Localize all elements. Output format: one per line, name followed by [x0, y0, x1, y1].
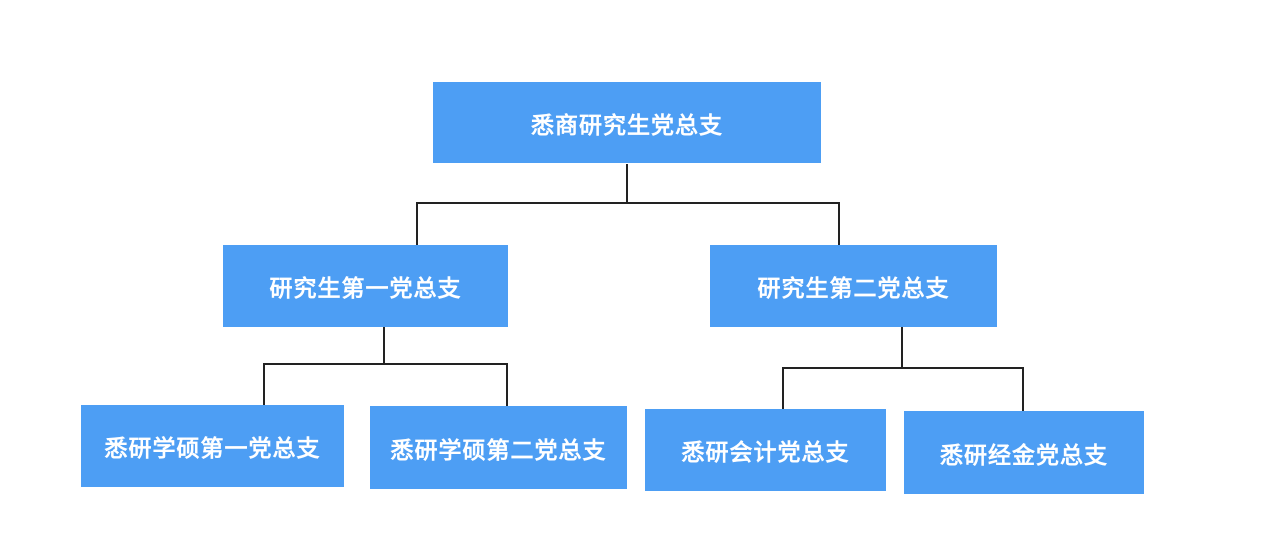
connector-leaf1-drop	[263, 363, 265, 406]
connector-branch1-rail	[263, 363, 508, 365]
org-node-leaf-1-1-label: 悉研学硕第一党总支	[104, 436, 321, 462]
connector-branch1-stem	[383, 327, 385, 365]
org-node-leaf-2-2-label: 悉研经金党总支	[940, 442, 1108, 469]
org-node-root-label: 悉商研究生党总支	[531, 112, 723, 139]
org-node-leaf-2-2[interactable]: 悉研经金党总支	[904, 411, 1144, 494]
connector-leaf3-drop	[782, 367, 784, 410]
connector-top-rail	[416, 202, 840, 204]
org-node-leaf-2-1[interactable]: 悉研会计党总支	[645, 409, 886, 491]
org-node-branch-2[interactable]: 研究生第二党总支	[710, 245, 997, 327]
connector-branch2-rail	[782, 367, 1024, 369]
connector-leaf4-drop	[1022, 367, 1024, 412]
org-node-leaf-2-1-label: 悉研会计党总支	[681, 440, 850, 466]
connector-branch1-drop	[416, 202, 418, 245]
org-node-leaf-1-2-label: 悉研学硕第二党总支	[390, 437, 607, 464]
org-node-leaf-1-2[interactable]: 悉研学硕第二党总支	[370, 406, 627, 489]
connector-branch2-stem	[901, 327, 903, 369]
org-node-branch-2-label: 研究生第二党总支	[757, 276, 950, 302]
org-node-leaf-1-1[interactable]: 悉研学硕第一党总支	[81, 405, 344, 487]
connector-leaf2-drop	[506, 363, 508, 407]
connector-root-stem	[626, 164, 628, 203]
connector-branch2-drop	[838, 202, 840, 245]
org-node-branch-1-label: 研究生第一党总支	[269, 276, 462, 302]
org-node-branch-1[interactable]: 研究生第一党总支	[223, 245, 508, 327]
org-node-root[interactable]: 悉商研究生党总支	[433, 82, 821, 163]
